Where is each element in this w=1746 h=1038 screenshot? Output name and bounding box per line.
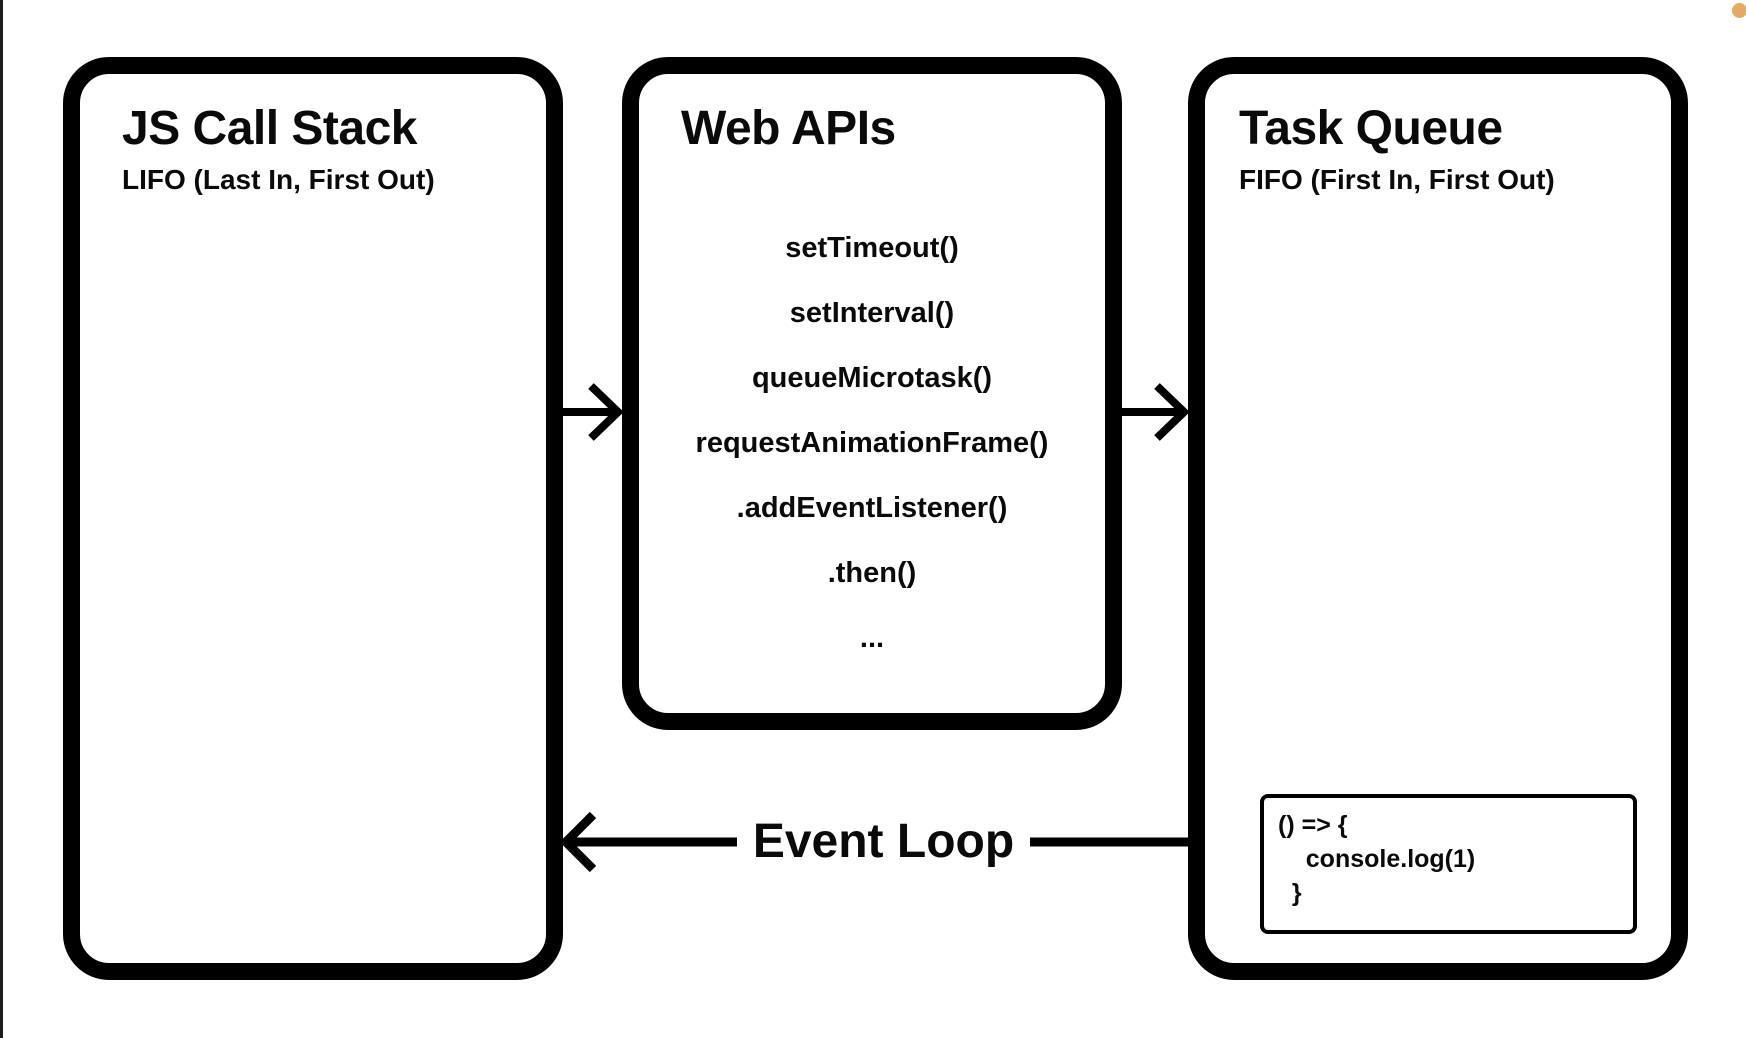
event-loop-label: Event Loop (737, 813, 1030, 871)
task-code-box: () => { console.log(1) } (1260, 794, 1637, 934)
call-stack-box: JS Call Stack LIFO (Last In, First Out) (63, 57, 563, 980)
web-apis-list: setTimeout() setInterval() queueMicrotas… (639, 216, 1105, 671)
web-apis-title: Web APIs (681, 102, 896, 155)
task-queue-subtitle: FIFO (First In, First Out) (1239, 164, 1555, 195)
code-line: } (1278, 879, 1302, 907)
api-list-item: queueMicrotask() (751, 362, 993, 394)
code-line: () => { (1278, 811, 1348, 839)
arrow-stack-to-apis-icon (563, 383, 624, 441)
accent-dot (1732, 3, 1746, 18)
api-list-item: requestAnimationFrame() (695, 427, 1049, 459)
web-apis-box: Web APIs setTimeout() setInterval() queu… (622, 57, 1122, 730)
api-list-item: setInterval() (789, 297, 955, 329)
call-stack-header: JS Call Stack LIFO (Last In, First Out) (80, 74, 546, 198)
api-list-item: .then() (827, 557, 917, 589)
api-list-item: setTimeout() (785, 232, 959, 264)
task-queue-title: Task Queue (1239, 102, 1503, 155)
left-edge-line (0, 0, 3, 1038)
call-stack-subtitle: LIFO (Last In, First Out) (122, 164, 435, 195)
code-line: console.log(1) (1278, 845, 1476, 873)
task-queue-box: Task Queue FIFO (First In, First Out) ()… (1188, 57, 1688, 980)
task-queue-header: Task Queue FIFO (First In, First Out) (1205, 74, 1671, 198)
api-list-item: .addEventListener() (736, 492, 1008, 524)
api-list-item: ... (859, 622, 885, 654)
call-stack-title: JS Call Stack (122, 102, 418, 155)
web-apis-header: Web APIs (639, 74, 1105, 158)
arrow-apis-to-queue-icon (1122, 383, 1190, 441)
